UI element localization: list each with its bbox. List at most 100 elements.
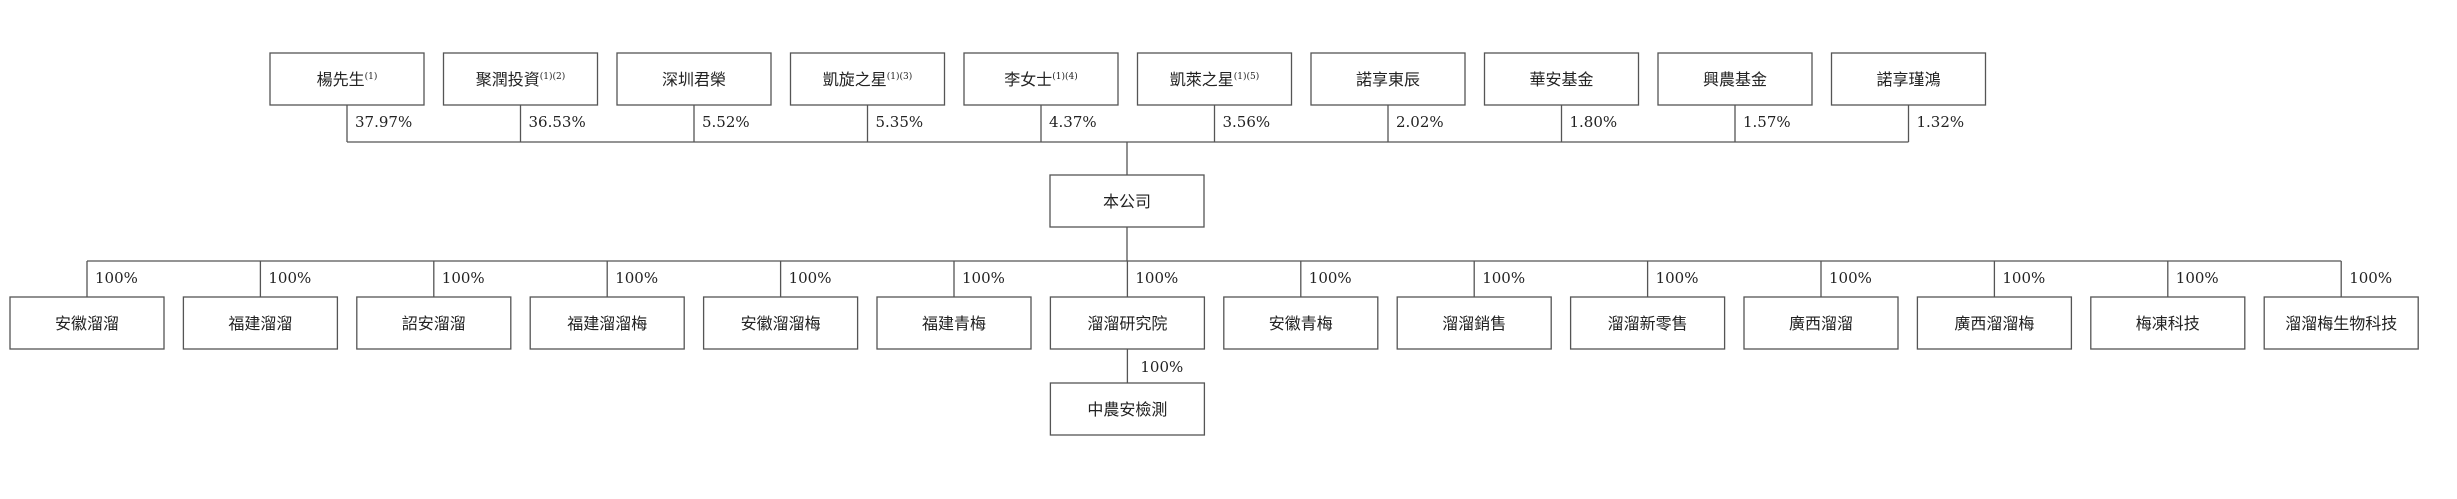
shareholder-9-label: 興農基金 [1703, 70, 1767, 89]
shareholder-8-name: 華安基金 [1529, 70, 1593, 89]
shareholder-6-name: 凱萊之星 [1170, 70, 1234, 89]
shareholder-6-box [1136, 52, 1293, 106]
shareholder-8-box [1483, 52, 1640, 106]
company-box [1049, 174, 1205, 228]
shareholder-9-share: 1.57% [1743, 113, 1791, 131]
shareholder-4-name: 凱旋之星 [823, 70, 887, 89]
subsidiary-10-label: 溜溜新零售 [1608, 314, 1688, 333]
shareholder-7-box [1310, 52, 1466, 106]
subsidiary-5-share: 100% [789, 269, 832, 287]
shareholder-9-name: 興農基金 [1703, 70, 1767, 89]
shareholder-5-box [963, 52, 1119, 106]
subsidiary-7-share: 100% [1135, 269, 1178, 287]
subsidiary-8-label: 安徽青梅 [1269, 314, 1333, 333]
subsidiary-2-label: 福建溜溜 [228, 314, 292, 333]
shareholder-10-box [1830, 52, 1987, 106]
shareholder-4-label: 凱旋之星(1)(3) [823, 70, 913, 89]
shareholder-5-note: (1)(4) [1052, 71, 1078, 82]
subsidiary-1-name: 安徽溜溜 [55, 314, 119, 333]
shareholder-5-name: 李女士 [1004, 70, 1052, 89]
shareholder-6-label: 凱萊之星(1)(5) [1170, 70, 1260, 89]
shareholder-8-share: 1.80% [1570, 113, 1618, 131]
subsidiary-9-box [1396, 296, 1552, 350]
shareholder-7-name: 諾享東辰 [1356, 70, 1420, 89]
subsidiary-9-label: 溜溜銷售 [1442, 314, 1506, 333]
shareholder-4-box [789, 52, 946, 106]
shareholder-4-note: (1)(3) [887, 71, 913, 82]
subsidiary-5-label: 安徽溜溜梅 [741, 314, 821, 333]
shareholder-7-share: 2.02% [1396, 113, 1444, 131]
subsidiary-11-name: 廣西溜溜 [1789, 314, 1853, 333]
subsidiary-4-name: 福建溜溜梅 [567, 314, 647, 333]
shareholder-9-box [1657, 52, 1813, 106]
subsidiary-9-name: 溜溜銷售 [1442, 314, 1506, 333]
shareholder-10-label: 諾享瑾鴻 [1876, 70, 1940, 89]
subsidiary-13-name: 梅凍科技 [2136, 314, 2200, 333]
shareholder-1-share: 37.97% [355, 113, 412, 131]
subsidiary-6-share: 100% [962, 269, 1005, 287]
sub-subsidiary-box [1049, 382, 1206, 436]
subsidiary-14-name: 溜溜梅生物科技 [2285, 314, 2397, 333]
shareholder-1-name: 楊先生 [317, 70, 365, 89]
subsidiary-4-share: 100% [615, 269, 658, 287]
subsidiary-1-box [9, 296, 165, 350]
subsidiary-7-box [1049, 296, 1206, 350]
shareholder-8-label: 華安基金 [1529, 70, 1593, 89]
subsidiary-4-box [529, 296, 685, 350]
shareholder-10-share: 1.32% [1917, 113, 1965, 131]
subsidiary-8-share: 100% [1309, 269, 1352, 287]
shareholder-2-label: 聚潤投資(1)(2) [476, 70, 566, 89]
subsidiary-7-label: 溜溜研究院 [1087, 314, 1167, 333]
shareholder-6-note: (1)(5) [1234, 71, 1260, 82]
subsidiary-4-label: 福建溜溜梅 [567, 314, 647, 333]
shareholder-2-note: (1)(2) [540, 71, 566, 82]
shareholder-7-label: 諾享東辰 [1356, 70, 1420, 89]
subsidiary-13-box [2090, 296, 2246, 350]
subsidiary-3-label: 詔安溜溜 [402, 314, 466, 333]
shareholder-3-box [616, 52, 772, 106]
shareholder-1-note: (1) [365, 71, 378, 82]
subsidiary-8-box [1223, 296, 1379, 350]
shareholder-1-label: 楊先生(1) [317, 70, 378, 89]
subsidiary-14-label: 溜溜梅生物科技 [2285, 314, 2397, 333]
subsidiary-13-share: 100% [2176, 269, 2219, 287]
subsidiary-10-name: 溜溜新零售 [1608, 314, 1688, 333]
shareholder-2-name: 聚潤投資 [476, 70, 540, 89]
subsidiary-3-name: 詔安溜溜 [402, 314, 466, 333]
sub-subsidiary-label: 中農安檢測 [1087, 400, 1167, 419]
company-label: 本公司 [1103, 192, 1151, 211]
subsidiary-3-share: 100% [442, 269, 485, 287]
subsidiary-8-name: 安徽青梅 [1269, 314, 1333, 333]
shareholder-6-share: 3.56% [1223, 113, 1271, 131]
shareholder-5-label: 李女士(1)(4) [1004, 70, 1078, 89]
shareholder-5-share: 4.37% [1049, 113, 1097, 131]
subsidiary-1-share: 100% [95, 269, 138, 287]
subsidiary-9-share: 100% [1482, 269, 1525, 287]
subsidiary-5-box [702, 296, 859, 350]
sub-subsidiary-share: 100% [1140, 358, 1183, 376]
subsidiary-5-name: 安徽溜溜梅 [741, 314, 821, 333]
subsidiary-6-name: 福建青梅 [922, 314, 986, 333]
subsidiary-12-share: 100% [2002, 269, 2045, 287]
subsidiary-11-box [1743, 296, 1899, 350]
subsidiary-6-box [876, 296, 1032, 350]
subsidiary-1-label: 安徽溜溜 [55, 314, 119, 333]
subsidiary-13-label: 梅凍科技 [2136, 314, 2200, 333]
subsidiary-14-share: 100% [2349, 269, 2392, 287]
subsidiary-14-box [2263, 296, 2419, 350]
shareholder-3-name: 深圳君榮 [662, 70, 726, 89]
subsidiary-12-name: 廣西溜溜梅 [1954, 314, 2034, 333]
sub-subsidiary-name: 中農安檢測 [1087, 400, 1167, 419]
subsidiary-7-name: 溜溜研究院 [1087, 314, 1167, 333]
subsidiary-12-label: 廣西溜溜梅 [1954, 314, 2034, 333]
subsidiary-3-box [356, 296, 512, 350]
subsidiary-10-share: 100% [1656, 269, 1699, 287]
subsidiary-10-box [1569, 296, 1726, 350]
subsidiary-6-label: 福建青梅 [922, 314, 986, 333]
shareholder-4-share: 5.35% [876, 113, 924, 131]
subsidiary-2-box [182, 296, 339, 350]
company-name: 本公司 [1103, 192, 1151, 211]
shareholder-10-name: 諾享瑾鴻 [1876, 70, 1940, 89]
shareholder-2-share: 36.53% [529, 113, 586, 131]
